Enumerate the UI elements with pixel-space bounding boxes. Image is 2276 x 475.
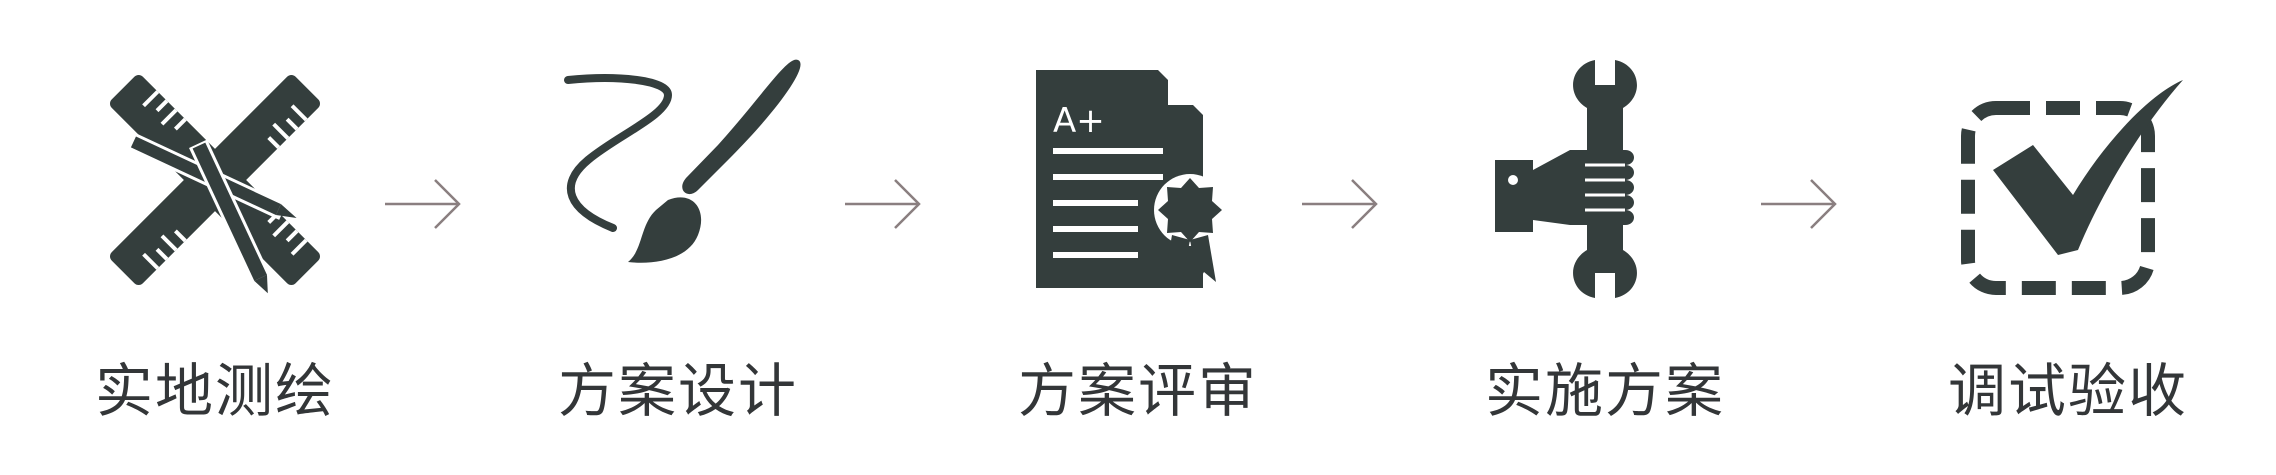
step-label: 实施方案	[1484, 357, 1725, 425]
wrench-hand-icon	[1475, 50, 1735, 310]
step-label: 实地测绘	[94, 357, 335, 425]
ruler-pencil-icon	[85, 50, 345, 310]
step-label: 方案评审	[1017, 357, 1258, 425]
arrow-right-icon	[843, 178, 923, 230]
arrow-right-icon	[1300, 178, 1380, 230]
svg-text:A+: A+	[1053, 101, 1105, 141]
arrow-right-icon	[1759, 178, 1839, 230]
arrow-right-icon	[383, 178, 463, 230]
step-survey: 实地测绘	[65, 0, 365, 475]
certificate-document-icon: A+	[1008, 50, 1268, 310]
checkbox-checkmark-icon	[1938, 50, 2198, 310]
step-design: 方案设计	[528, 0, 828, 475]
step-acceptance: 调试验收	[1918, 0, 2218, 475]
step-review: A+ 方案评审	[988, 0, 1288, 475]
paintbrush-icon	[548, 50, 808, 310]
step-implement: 实施方案	[1455, 0, 1755, 475]
step-label: 方案设计	[557, 357, 798, 425]
step-label: 调试验收	[1947, 357, 2188, 425]
